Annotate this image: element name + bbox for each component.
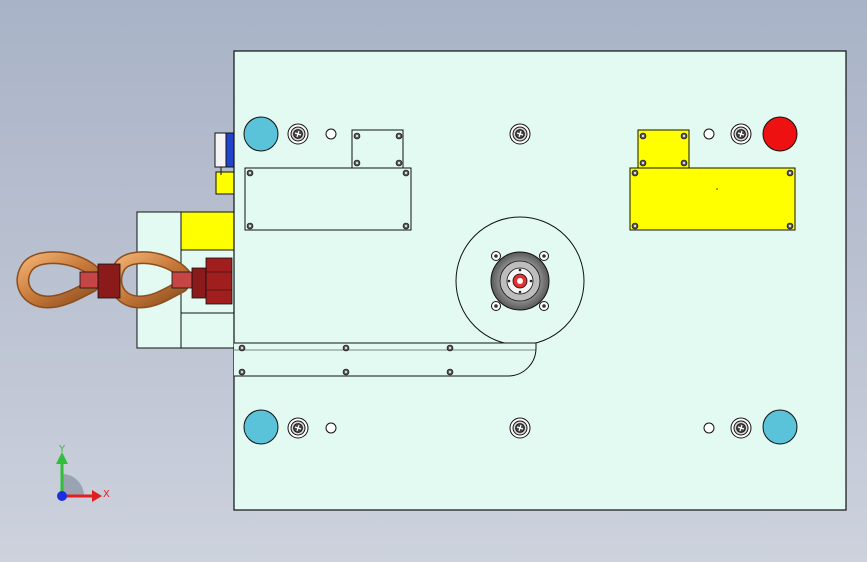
- sensor-blue-cap: [225, 132, 235, 168]
- locator-pin-bottom-left: [243, 409, 279, 445]
- x-axis-label: X: [103, 489, 110, 500]
- rotary-disc: [455, 216, 585, 346]
- locator-pin-bottom-right: [762, 409, 798, 445]
- clamp-bodies: [79, 257, 233, 305]
- left-yellow-block: [180, 211, 235, 251]
- locator-pin-top-right-red: [762, 116, 798, 152]
- y-axis-label: Y: [58, 444, 66, 455]
- top-left-cover: [244, 129, 412, 231]
- locator-pin-top-left: [243, 116, 279, 152]
- dowel-holes: [325, 128, 715, 434]
- top-right-yellow-cover: [629, 129, 796, 231]
- left-clamp-assembly: [136, 132, 235, 349]
- coordinate-triad: Y X: [56, 444, 110, 502]
- small-yellow-tab: [215, 171, 235, 195]
- guide-rail: [234, 342, 537, 377]
